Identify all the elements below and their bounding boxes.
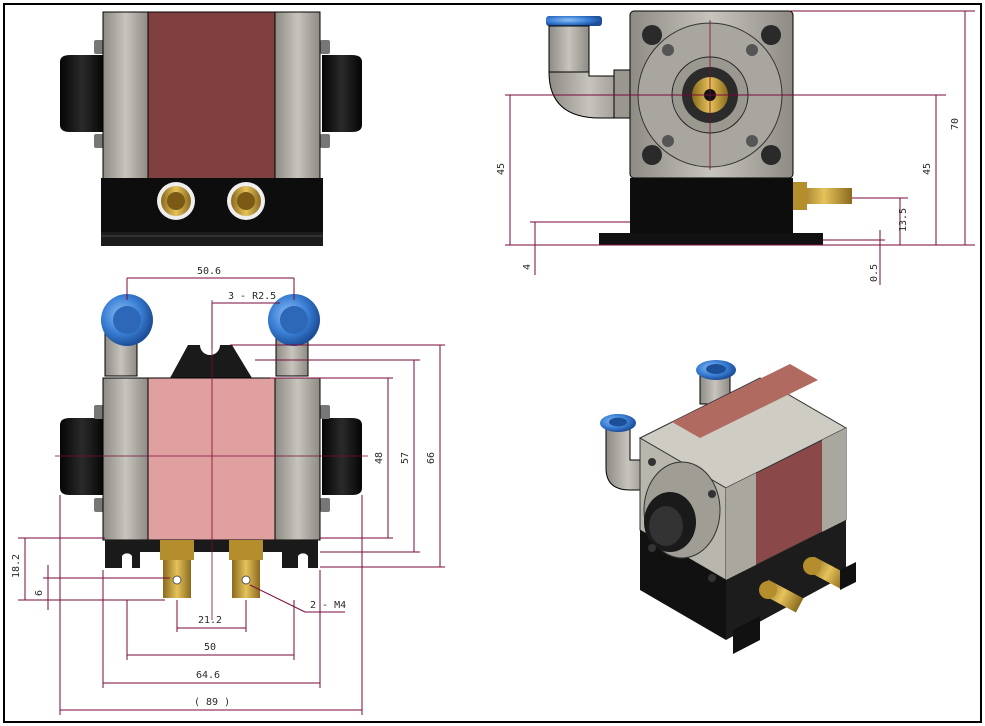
dim-57: 57 (400, 452, 411, 464)
dim-70: 70 (950, 118, 961, 130)
front-bolt-rt (320, 405, 330, 419)
side-foot (599, 233, 823, 245)
side-view: 70 45 45 13.5 4 0.5 (496, 10, 975, 285)
front-bolt-lt (94, 405, 104, 419)
note-2-m4: 2 - M4 (310, 600, 346, 611)
dim-21-2: 21.2 (198, 615, 222, 626)
side-base (630, 178, 793, 235)
iso-screw-4 (708, 574, 716, 582)
iso-blue-top-inner (706, 364, 726, 374)
slot-tab-2 (282, 540, 318, 568)
iso-view (600, 360, 856, 654)
front-view: 50.6 3 - R2.5 48 57 66 18.2 6 21.2 2 - M… (11, 266, 445, 715)
terminal-left-hole (172, 575, 182, 585)
iso-tab-1 (733, 616, 760, 654)
top-clamp (170, 345, 252, 378)
iso-terminal-1-hex (759, 581, 777, 599)
dim-4: 4 (522, 264, 533, 270)
side-pin-hex (793, 182, 807, 210)
iso-base-right (726, 520, 846, 640)
iso-right-plate-2 (822, 428, 846, 532)
iso-terminal-2-hex (803, 557, 821, 575)
port-left-hole (167, 192, 185, 210)
blue-fitting-left-inner (113, 306, 141, 334)
side-pin (796, 188, 852, 204)
iso-top-copper (672, 364, 818, 438)
bolt-right-top (320, 40, 330, 54)
sheet-frame (3, 3, 982, 723)
bolt-left-top (94, 40, 104, 54)
front-copper (147, 377, 276, 541)
iso-right-plate (726, 473, 756, 580)
copper-block (147, 11, 276, 181)
dim-48: 48 (374, 452, 385, 464)
iso-screw-1 (648, 458, 656, 466)
dim-13-5: 13.5 (898, 208, 909, 232)
dim-45-right: 45 (922, 163, 933, 175)
iso-base-front (640, 530, 726, 640)
top-view (60, 11, 362, 246)
dim-50: 50 (204, 642, 216, 653)
screw-tr (746, 44, 758, 56)
bolt-br (761, 145, 781, 165)
screw-br (746, 135, 758, 147)
bolt-tr (761, 25, 781, 45)
screw-bl (662, 135, 674, 147)
front-left-fitting (60, 418, 104, 495)
dim-6: 6 (34, 590, 45, 596)
dim-64-6: 64.6 (196, 670, 220, 681)
front-bolt-rb (320, 498, 330, 512)
bolt-right-bottom (320, 134, 330, 148)
terminal-left-hex (160, 540, 194, 560)
right-fitting (322, 55, 362, 132)
bolt-tl (642, 25, 662, 45)
dim-89: ( 89 ) (194, 697, 230, 708)
front-right-fitting (322, 418, 362, 495)
fitting-nut (613, 69, 631, 119)
base-feet (101, 232, 323, 246)
slot-tab-1 (105, 540, 140, 568)
iso-tab-2 (840, 562, 856, 590)
front-left-plate (102, 377, 149, 541)
screw-tl (662, 44, 674, 56)
right-plate (274, 11, 321, 181)
bolt-bl (642, 145, 662, 165)
front-right-plate (274, 377, 321, 541)
iso-blue-left-inner (609, 417, 627, 427)
fitting-stem (548, 25, 590, 73)
dim-18-2: 18.2 (11, 554, 22, 578)
port-right-hole (237, 192, 255, 210)
bolt-left-bottom (94, 134, 104, 148)
terminal-right-hex (229, 540, 263, 560)
dim-50-6: 50.6 (197, 266, 221, 277)
blue-collar (546, 16, 602, 26)
dim-0-5: 0.5 (869, 264, 880, 282)
dim-66: 66 (426, 452, 437, 464)
left-fitting (60, 55, 104, 132)
iso-screw-2 (708, 490, 716, 498)
front-bolt-lb (94, 498, 104, 512)
iso-boss-inner (649, 506, 683, 546)
iso-screw-3 (648, 544, 656, 552)
left-plate (102, 11, 149, 181)
dim-45-left: 45 (496, 163, 507, 175)
terminal-right-hole (241, 575, 251, 585)
note-3-r2-5: 3 - R2.5 (228, 291, 276, 302)
blue-fitting-right-inner (280, 306, 308, 334)
